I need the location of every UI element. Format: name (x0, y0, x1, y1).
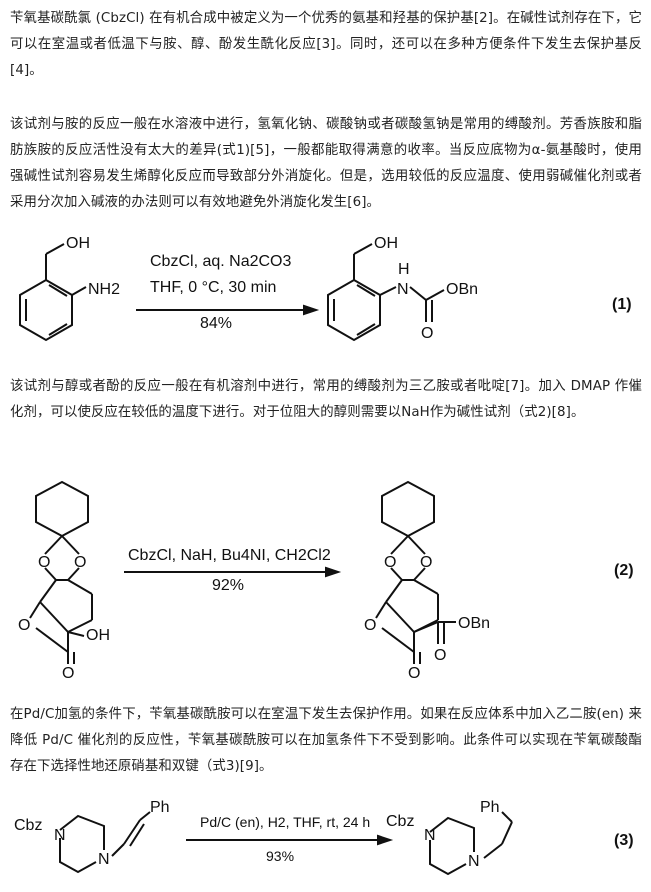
product-ph-label: Ph (480, 799, 500, 816)
reactant-oh-label: OH (86, 627, 110, 644)
reaction-1-conditions: THF, 0 °C, 30 min (150, 279, 277, 296)
reactant-nh2-label: NH2 (88, 281, 120, 298)
equation-number-2: (2) (614, 562, 634, 579)
reaction-scheme-3: Cbz N N Ph Cbz N N Ph Pd/C (en), H2, THF… (0, 798, 651, 888)
equation-number-3: (3) (614, 832, 634, 849)
reactant-n1-label: N (54, 827, 66, 844)
product-n1-label: N (424, 827, 436, 844)
reaction-1-structures: OH NH2 OH H N OBn O (19, 235, 478, 342)
reaction-3-yield: 93% (266, 848, 295, 864)
intro-paragraph: 苄氧基碳酰氯 (CbzCl) 在有机合成中被定义为一个优秀的氨基和羟基的保护基[… (10, 11, 642, 78)
reactant-dioxolane-o-right: O (74, 554, 86, 571)
reactant-n2-label: N (98, 851, 110, 868)
reaction-2-reagents: CbzCl, NaH, Bu4NI, CH2Cl2 (128, 547, 331, 564)
reactant-keto-o: O (62, 665, 74, 682)
product-obn-label: OBn (458, 615, 490, 632)
product-cyclohexane (381, 480, 435, 538)
product-piperazine-ring (429, 816, 475, 852)
reactant-oh-label: OH (66, 235, 90, 252)
product-n2-label: N (468, 853, 480, 870)
reactant-cbz-label: Cbz (14, 817, 42, 834)
reaction-1-reagents: CbzCl, aq. Na2CO3 (150, 253, 292, 270)
reaction-3-structures: Cbz N N Ph Cbz N N Ph (14, 799, 513, 876)
product-keto-o: O (408, 665, 420, 682)
reaction-3-reagents: Pd/C (en), H2, THF, rt, 24 h (200, 814, 371, 830)
reactant-dioxolane-o-left: O (38, 554, 50, 571)
product-bridge-o: O (364, 617, 376, 634)
product-benzene-ring (327, 278, 381, 342)
reaction-scheme-1: OH NH2 OH H N OBn O CbzCl, aq. Na2CO3 TH… (0, 232, 651, 367)
reactant-piperazine-ring (59, 814, 105, 850)
reaction-scheme-2: O O O OH O O O O OBn O O CbzCl, NaH, Bu4… (0, 472, 651, 682)
reactant-benzene-ring (19, 278, 73, 342)
product-cbz-label: Cbz (386, 813, 414, 830)
reaction-1-yield: 84% (200, 315, 233, 332)
reaction-2-yield: 92% (212, 577, 245, 594)
product-carbonyl-o-label: O (421, 325, 433, 342)
reactant-ph-label: Ph (150, 799, 170, 816)
product-carbonyl-o: O (434, 647, 446, 664)
alcohol-reaction-paragraph: 该试剂与醇或者酚的反应一般在有机溶剂中进行，常用的缚酸剂为三乙胺或者吡啶[7]。… (10, 379, 642, 420)
product-n-label: N (397, 281, 409, 298)
reaction-2-structures: O O O OH O O O O OBn O O (18, 480, 490, 682)
reactant-bridge-o: O (18, 617, 30, 634)
product-oh-label: OH (374, 235, 398, 252)
product-obn-label: OBn (446, 281, 478, 298)
equation-number-1: (1) (612, 296, 632, 313)
hydrogenation-paragraph: 在Pd/C加氢的条件下，苄氧基碳酰胺可以在室温下发生去保护作用。如果在反应体系中… (10, 707, 642, 774)
reactant-cyclohexane (35, 480, 89, 538)
product-dioxolane-o-left: O (384, 554, 396, 571)
amine-reaction-paragraph: 该试剂与胺的反应一般在水溶液中进行，氢氧化钠、碳酸钠或者碳酸氢钠是常用的缚酸剂。… (10, 117, 642, 210)
product-h-label: H (398, 261, 410, 278)
product-dioxolane-o-right: O (420, 554, 432, 571)
